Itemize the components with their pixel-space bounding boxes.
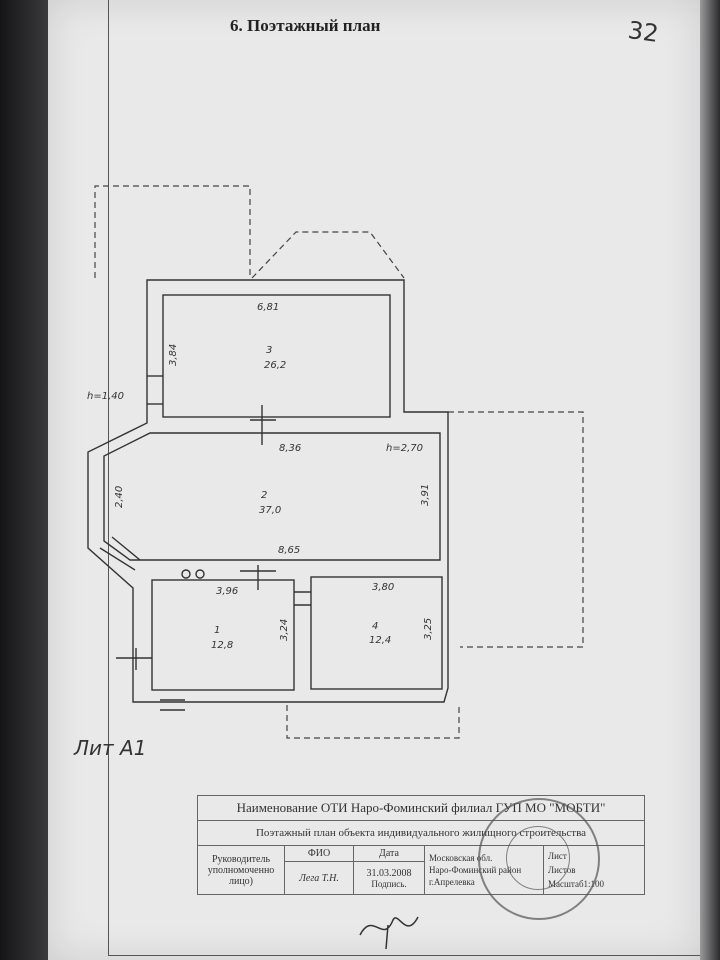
bottom-dashed [286, 705, 460, 739]
dim-ceiling-height: h=2,70 [386, 443, 423, 454]
room-1 [151, 579, 295, 691]
fio-label: ФИО [284, 845, 354, 862]
official-seal [478, 798, 600, 920]
fio-value: Лега Т.Н. [284, 861, 354, 895]
room-3-area: 26,2 [264, 360, 286, 371]
liter-label: Лит А1 [74, 736, 147, 760]
dim-room2-left: 2,40 [114, 486, 125, 508]
porch-dashed [94, 185, 251, 278]
dim-room3-width: 6,81 [257, 302, 279, 313]
dim-room2-top: 8,36 [279, 443, 301, 454]
room-2 [103, 432, 441, 561]
sign-label: Подпись. [371, 878, 407, 889]
signature-scribble [359, 916, 419, 950]
org-label: Наименование ОТИ [236, 800, 348, 815]
room-2-area: 37,0 [259, 505, 281, 516]
room-2-number: 2 [261, 490, 267, 501]
dim-step-height: h=1,40 [87, 391, 124, 402]
address-district: Наро-Фоминский район [429, 865, 522, 875]
dim-room2-right: 3,91 [420, 484, 431, 506]
role-label: Руководитель уполномоченно лицо) [197, 845, 285, 895]
dim-room1-width: 3,96 [216, 586, 238, 597]
date-value: 31.03.2008 [366, 867, 412, 879]
dim-room4-height: 3,25 [423, 618, 434, 640]
dim-room3-height: 3,84 [168, 344, 179, 366]
room-1-number: 1 [214, 625, 220, 636]
dim-room2-bottom: 8,65 [278, 545, 300, 556]
date-sign-cell: 31.03.2008 Подпись. [353, 861, 425, 895]
room-4 [310, 576, 443, 690]
outer-wall [87, 279, 449, 703]
address-city: г.Апрелевка [429, 877, 475, 887]
page-shadow-edge [700, 0, 720, 960]
dim-room1-height: 3,24 [279, 619, 290, 641]
room-3 [162, 294, 391, 418]
date-label: Дата [353, 845, 425, 862]
room-3-number: 3 [266, 345, 272, 356]
page-title: 6. Поэтажный план [230, 16, 381, 35]
bay-dashed [251, 231, 405, 279]
room-1-area: 12,8 [211, 640, 233, 651]
room-4-number: 4 [372, 621, 378, 632]
binder-edge [0, 0, 48, 960]
dim-room4-width: 3,80 [372, 582, 394, 593]
address-region: Московская обл. [429, 853, 493, 863]
room-4-area: 12,4 [369, 635, 391, 646]
extension-dashed [448, 411, 584, 648]
